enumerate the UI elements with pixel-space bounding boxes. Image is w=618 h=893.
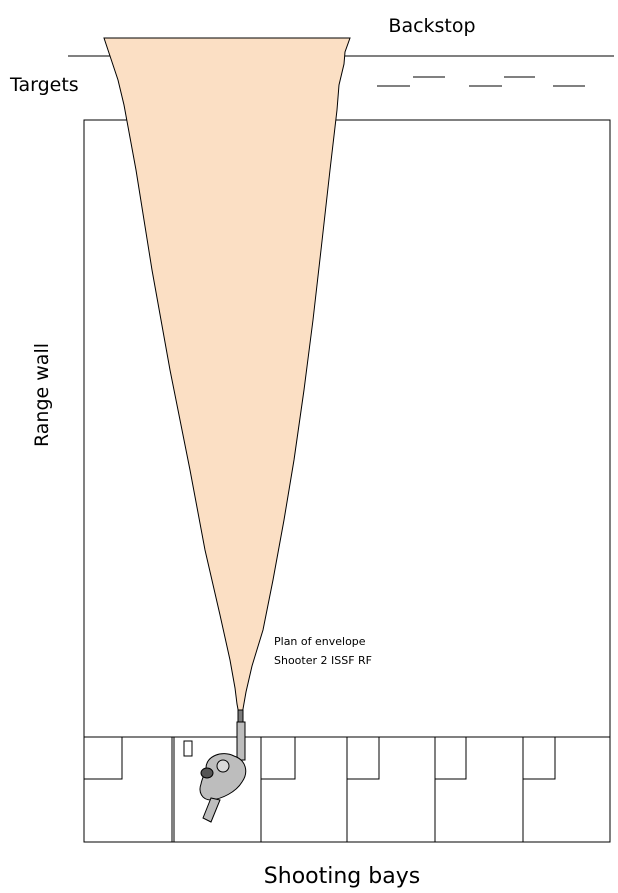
shooting-bays-label: Shooting bays xyxy=(264,864,420,889)
bay-bench xyxy=(434,736,467,780)
bay-bench xyxy=(522,736,556,780)
bay-bench xyxy=(346,736,380,780)
danger-envelope xyxy=(103,37,351,721)
shooter-pistol xyxy=(237,709,244,723)
shooter-head xyxy=(216,759,230,773)
shooter-arm xyxy=(236,721,246,761)
bay-bench xyxy=(260,736,296,780)
bay-bench xyxy=(83,736,123,780)
shooter-leg xyxy=(202,797,221,823)
plan-label-line2: Shooter 2 ISSF RF xyxy=(274,654,372,667)
targets-label: Targets xyxy=(9,74,79,96)
range-wall-label: Range wall xyxy=(31,343,53,447)
shooter-hand xyxy=(200,767,214,779)
backstop-label: Backstop xyxy=(388,15,475,37)
shooter-figure xyxy=(199,709,247,823)
shooting-bays xyxy=(83,736,611,843)
shooter-body xyxy=(199,753,247,801)
bay-marker xyxy=(183,740,193,757)
plan-label-line1: Plan of envelope xyxy=(274,635,366,648)
